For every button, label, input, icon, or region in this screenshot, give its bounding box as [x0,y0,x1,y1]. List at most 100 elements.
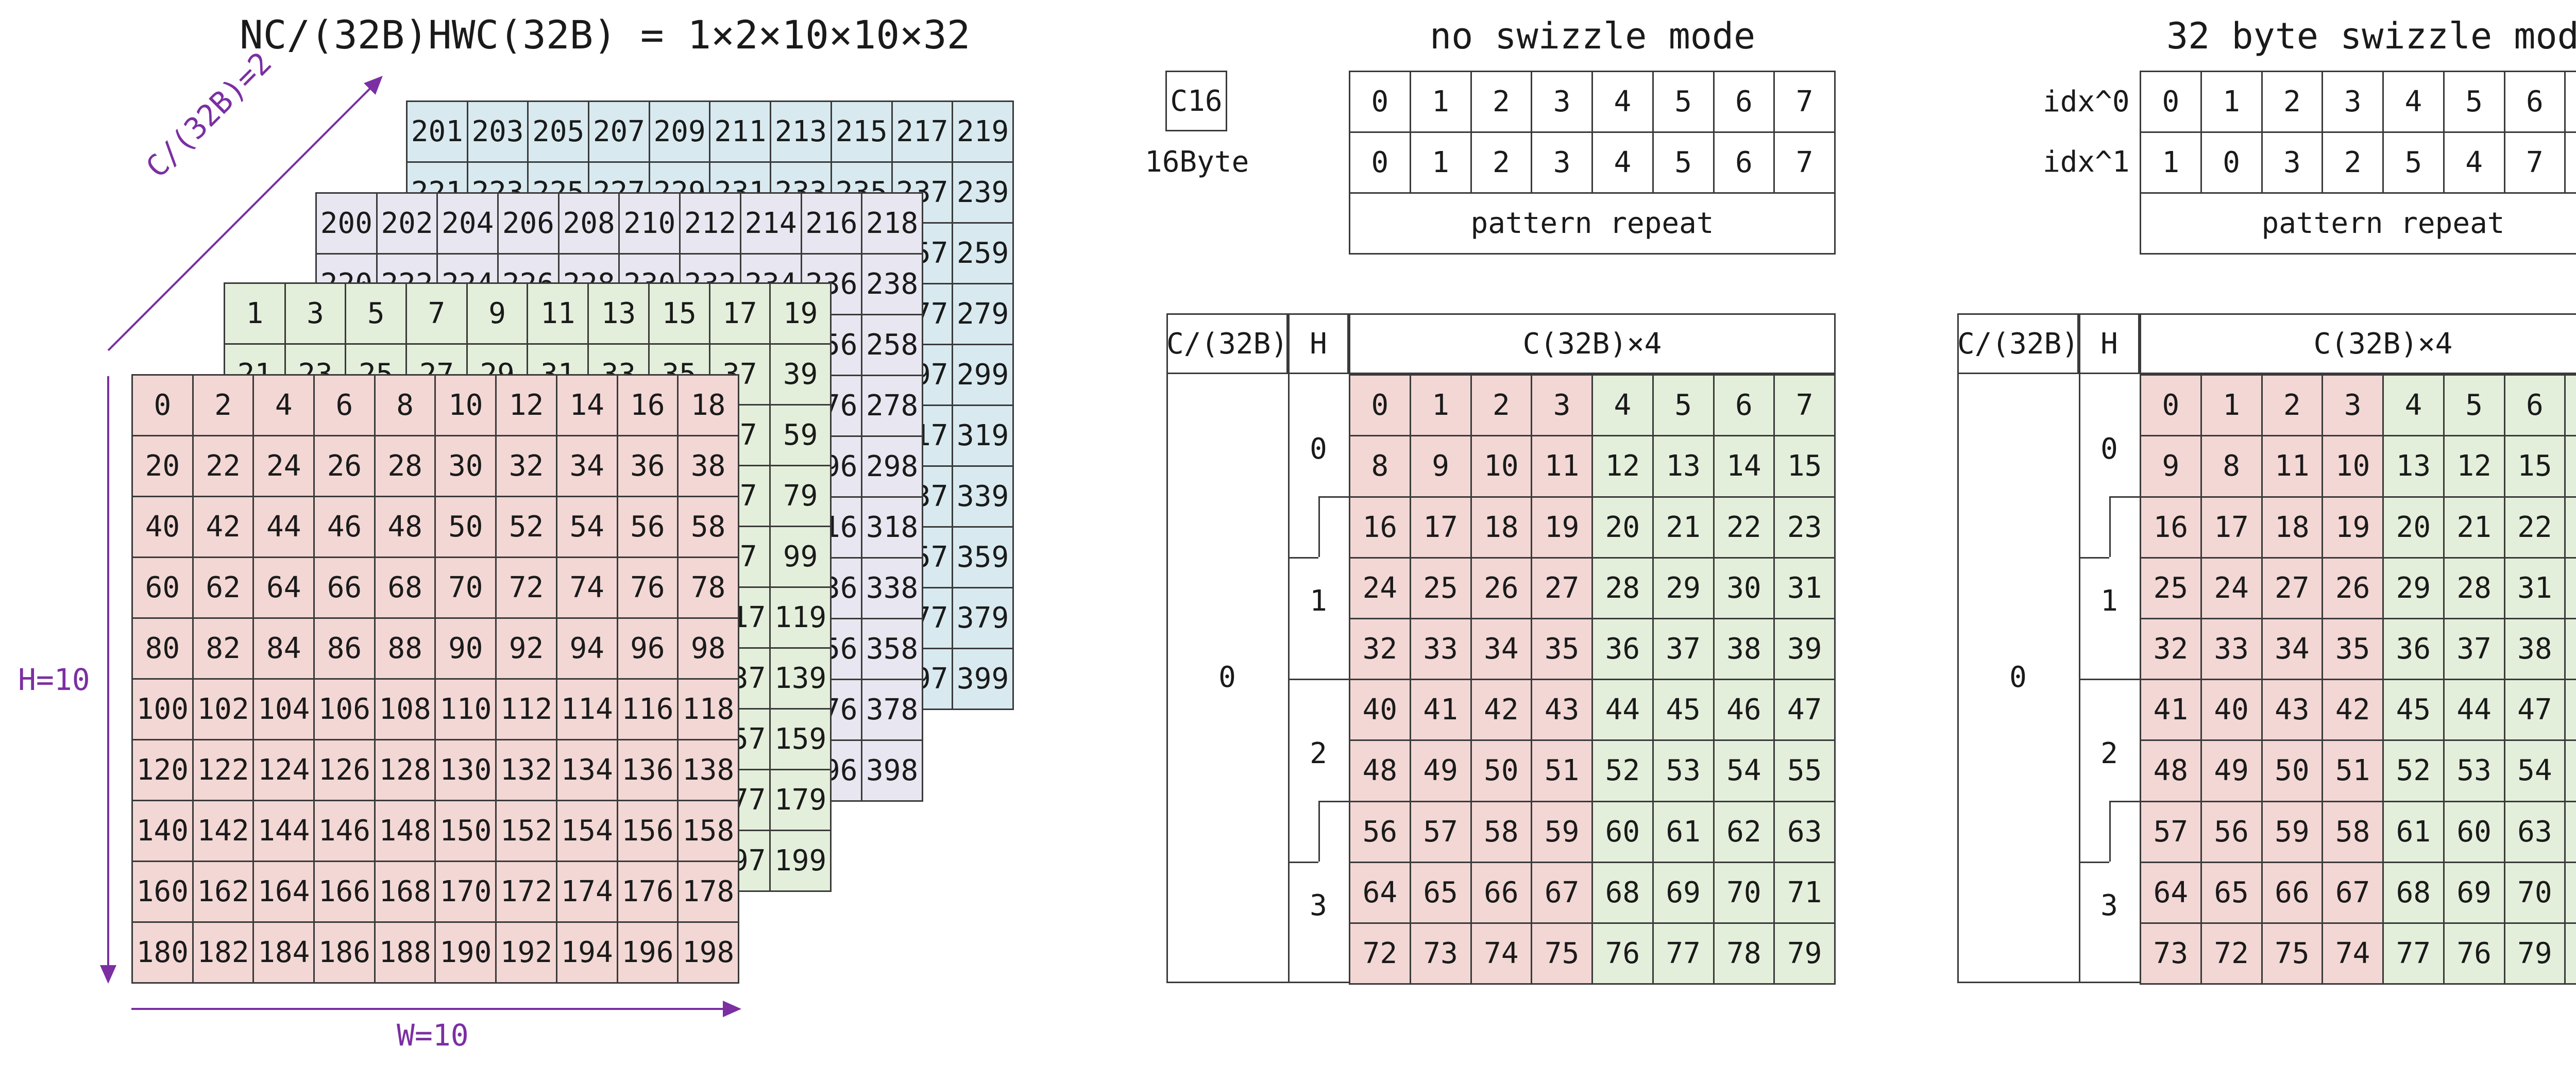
w-axis-label: W=10 [397,1018,469,1053]
swizzle-grid-cell: 42 [2321,679,2384,741]
layer-cell: 90 [434,617,497,680]
layer-cell: 46 [313,496,376,558]
layer-cell: 132 [495,739,557,801]
layer-cell: 218 [861,192,923,255]
no-swizzle-grid-cell: 69 [1652,861,1715,924]
swizzle-grid-cell: 41 [2140,679,2202,741]
layer-cell: 319 [952,404,1014,467]
swizzle-grid-cell: 68 [2382,861,2445,924]
no-swizzle-grid-cell: 20 [1591,496,1654,559]
swizzle-header-c: C/(32B) [1957,313,2079,375]
swizzle-grid-cell: 2 [2261,374,2324,437]
swizzle-h-divider [2079,557,2109,559]
layer-cell: 122 [192,739,255,801]
no-swizzle-grid-cell: 79 [1773,922,1836,985]
layer-cell: 210 [618,192,681,255]
layer-cell: 126 [313,739,376,801]
layer-cell: 19 [769,282,832,345]
no-swizzle-h-divider [1288,861,1318,863]
no-swizzle-grid-cell: 65 [1409,861,1472,924]
no-swizzle-grid-cell: 0 [1349,374,1411,437]
layer-cell: 196 [616,921,679,984]
swizzle-h-value: 2 [2100,736,2118,770]
no-swizzle-grid-cell: 4 [1591,374,1654,437]
no-swizzle-grid-cell: 67 [1531,861,1593,924]
swizzle-grid-cell: 0 [2140,374,2202,437]
no-swizzle-grid-cell: 43 [1531,679,1593,741]
swizzle-grid-cell: 22 [2503,496,2566,559]
layer-cell: 54 [555,496,618,558]
layer-cell: 168 [374,861,436,923]
layer-cell: 20 [131,435,194,497]
layer-cell: 211 [709,100,772,163]
swizzle-pattern-cell: 6 [2564,131,2576,194]
layer-cell: 84 [252,617,315,680]
no-swizzle-h-value: 1 [1310,584,1327,618]
no-swizzle-grid-cell: 18 [1470,496,1533,559]
layer-cell: 59 [769,404,832,466]
layer-cell: 56 [616,496,679,558]
layer-cell: 48 [374,496,436,558]
layer-cell: 100 [131,678,194,740]
swizzle-grid-cell: 76 [2443,922,2505,985]
no-swizzle-grid-cell: 42 [1470,679,1533,741]
swizzle-grid-cell: 54 [2503,739,2566,802]
layer-cell: 14 [555,374,618,436]
swizzle-grid-cell: 25 [2140,557,2202,619]
layer-cell: 174 [555,861,618,923]
no-swizzle-grid-cell: 22 [1713,496,1775,559]
swizzle-h-divider [2109,496,2140,498]
no-swizzle-h-divider [1318,800,1349,802]
layer-cell: 99 [769,526,832,588]
swizzle-grid-cell: 16 [2140,496,2202,559]
swizzle-grid-cell: 70 [2503,861,2566,924]
no-swizzle-pattern-cell: 4 [1591,131,1654,194]
layer-cell: 102 [192,678,255,740]
layer-cell: 36 [616,435,679,497]
layer-cell: 214 [739,192,802,255]
layer-cell: 104 [252,678,315,740]
layer-cell: 299 [952,344,1014,406]
no-swizzle-grid-cell: 39 [1773,617,1836,681]
swizzle-grid-cell: 46 [2564,679,2576,741]
no-swizzle-grid-cell: 9 [1409,435,1472,498]
layer-cell: 128 [374,739,436,801]
swizzle-pattern-cell: 3 [2321,71,2384,133]
no-swizzle-grid-cell: 55 [1773,739,1836,802]
swizzle-h-value: 0 [2100,432,2118,466]
layer-cell: 152 [495,800,557,862]
layer-cell: 78 [677,557,739,619]
layer-cell: 198 [677,921,739,984]
layer-cell: 16 [616,374,679,436]
no-swizzle-grid-cell: 30 [1713,557,1775,619]
layer-cell: 26 [313,435,376,497]
no-swizzle-grid-cell: 45 [1652,679,1715,741]
layer-cell: 3 [284,282,347,345]
layer-cell: 114 [555,678,618,740]
no-swizzle-pattern-repeat: pattern repeat [1349,192,1836,255]
no-swizzle-grid-cell: 31 [1773,557,1836,619]
swizzle-header-c32: C(32B)×4 [2140,313,2576,375]
layer-cell: 186 [313,921,376,984]
swizzle-pattern-cell: 0 [2200,131,2263,194]
layer-cell: 119 [769,586,832,649]
h-axis-label: H=10 [18,662,90,697]
swizzle-grid-cell: 50 [2261,739,2324,802]
no-swizzle-grid-cell: 76 [1591,922,1654,985]
layer-cell: 216 [800,192,863,255]
no-swizzle-grid-cell: 13 [1652,435,1715,498]
swizzle-grid-cell: 74 [2321,922,2384,985]
no-swizzle-grid-cell: 38 [1713,617,1775,681]
layer-cell: 219 [952,100,1014,163]
swizzle-grid-cell: 20 [2382,496,2445,559]
no-swizzle-grid-cell: 15 [1773,435,1836,498]
layer-cell: 9 [466,282,529,345]
no-swizzle-divider-c [1288,313,1290,984]
layer-cell: 58 [677,496,739,558]
layer-cell: 144 [252,800,315,862]
layer-cell: 11 [527,282,589,345]
swizzle-grid-cell: 3 [2321,374,2384,437]
no-swizzle-grid-cell: 74 [1470,922,1533,985]
layer-cell: 358 [861,618,923,680]
